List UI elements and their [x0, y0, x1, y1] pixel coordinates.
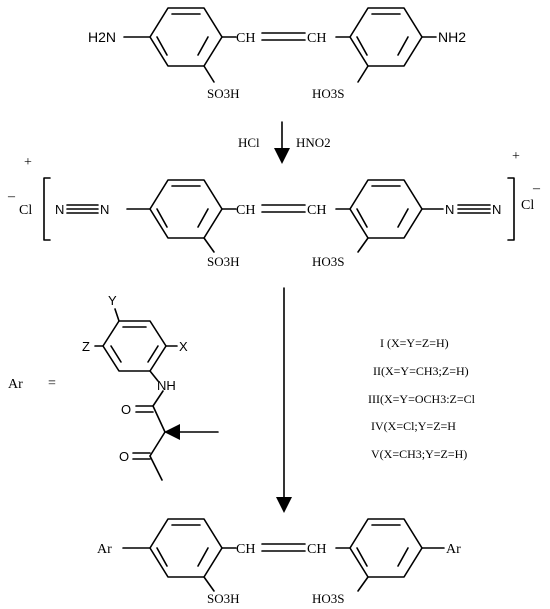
charge-plus-left: + [24, 155, 32, 170]
vinyl-ch-left-3: CH [236, 542, 255, 557]
diazo-n-outer-left: N [55, 202, 64, 217]
variant-4: IV(X=Cl;Y=Z=H [371, 419, 456, 433]
product: Ar CH CH Ar SO3H HO3S [97, 518, 461, 606]
aryl-ring [102, 320, 167, 372]
substituent-z: Z [82, 339, 90, 354]
variant-5: V(X=CH3;Y=Z=H) [371, 447, 467, 461]
charge-plus-right: + [512, 149, 520, 164]
diazo-n-inner-right: N [445, 202, 454, 217]
vinyl-ch-right-3: CH [307, 542, 326, 557]
charge-minus-left: – [7, 189, 16, 204]
variant-3: III(X=Y=OCH3:Z=Cl [368, 392, 476, 406]
variant-list: I (X=Y=Z=H) II(X=Y=CH3;Z=H) III(X=Y=OCH3… [368, 336, 476, 461]
equals-sign: = [48, 376, 56, 391]
benzene-ring-left-2 [149, 179, 223, 239]
aryl-right: Ar [446, 542, 461, 557]
chloride-right: Cl [521, 198, 534, 213]
benzene-ring-right-1 [349, 7, 423, 67]
variant-1: I (X=Y=Z=H) [380, 336, 449, 350]
ar-definition: Ar = Y Z X NH O O [8, 293, 219, 481]
diazotization-step: HCl HNO2 [238, 121, 331, 164]
chloride-left: Cl [19, 203, 32, 218]
diazo-n-inner-left: N [100, 202, 109, 217]
substituent-y: Y [108, 293, 117, 308]
bracket-left [43, 177, 51, 241]
amine-left: H2N [88, 29, 116, 45]
benzene-ring-left-1 [149, 7, 223, 67]
substituent-x: X [179, 339, 188, 354]
diazonium-salt: + – Cl N N CH CH N N + – Cl SO3H HO3S [7, 149, 541, 269]
amide-nh: NH [157, 378, 176, 393]
ketone-oxygen: O [119, 449, 129, 464]
aryl-left: Ar [97, 542, 112, 557]
amide-oxygen: O [121, 402, 131, 417]
ar-label: Ar [8, 377, 23, 392]
sulfonic-right-2: HO3S [312, 254, 345, 269]
sulfonic-left-2: SO3H [207, 254, 240, 269]
vinyl-ch-left-2: CH [236, 203, 255, 218]
diazo-n-outer-right: N [492, 202, 501, 217]
reagent-hcl: HCl [238, 135, 260, 150]
sulfonic-left-3: SO3H [207, 591, 240, 606]
vinyl-ch-left: CH [236, 31, 255, 46]
sulfonic-left: SO3H [207, 86, 240, 101]
sulfonic-right: HO3S [312, 86, 345, 101]
charge-minus-right: – [532, 181, 541, 196]
bracket-right [507, 177, 515, 241]
benzene-ring-right-3 [349, 518, 423, 578]
reagent-hno2: HNO2 [296, 135, 331, 150]
starting-material: H2N CH CH NH2 SO3H HO3S [88, 7, 466, 101]
vinyl-ch-right: CH [307, 31, 326, 46]
amine-right: NH2 [438, 29, 466, 45]
variant-2: II(X=Y=CH3;Z=H) [373, 364, 469, 378]
sulfonic-right-3: HO3S [312, 591, 345, 606]
benzene-ring-right-2 [349, 179, 423, 239]
benzene-ring-left-3 [149, 518, 223, 578]
vinyl-ch-right-2: CH [307, 203, 326, 218]
